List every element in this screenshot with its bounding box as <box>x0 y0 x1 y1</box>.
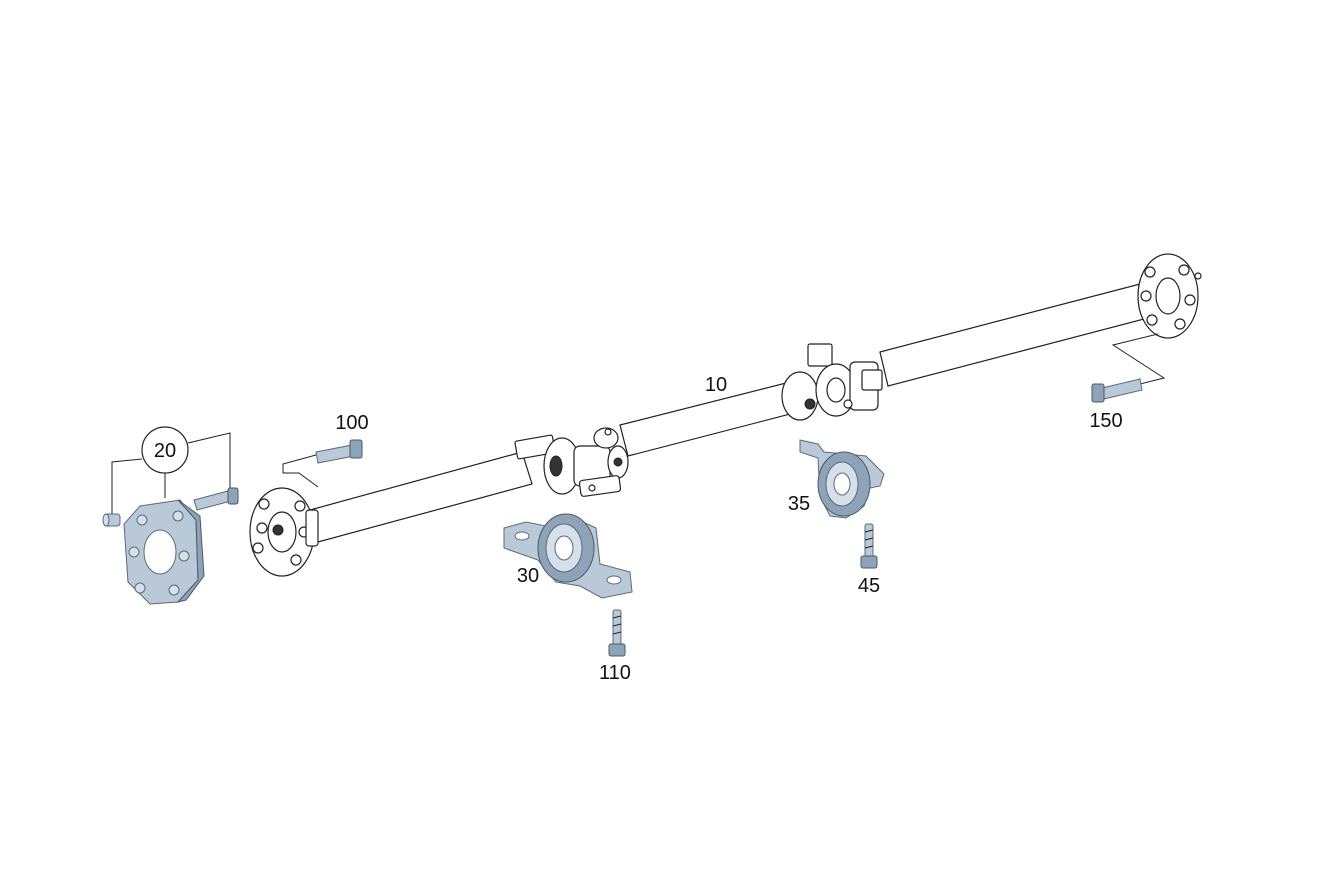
part-30-bearing-bracket: 30 <box>503 513 633 599</box>
part-45-bolt: 45 <box>858 523 880 597</box>
centre-joint-front <box>514 427 629 497</box>
callout-10: 10 <box>705 374 727 396</box>
part-100-bolt: 100 <box>282 412 369 488</box>
flex-coupling-kit: 20 <box>102 426 239 605</box>
callout-30: 30 <box>517 565 539 587</box>
coupling-bolt <box>193 487 239 511</box>
coupling-flex-disc <box>123 499 205 605</box>
part-35-centre-bearing: 35 <box>788 439 885 519</box>
callout-20: 20 <box>154 440 176 462</box>
callout-45: 45 <box>858 575 880 597</box>
front-flex-disc <box>249 487 319 577</box>
callout-110: 110 <box>599 662 631 684</box>
centre-joint-rear <box>781 343 883 421</box>
callout-35: 35 <box>788 493 810 515</box>
part-110-bolt: 110 <box>599 609 631 684</box>
propeller-shaft <box>249 253 1202 577</box>
part-150-bolt: 150 <box>1089 333 1166 432</box>
callout-20-circle <box>141 426 189 474</box>
callout-150: 150 <box>1089 410 1122 432</box>
callout-100: 100 <box>335 412 368 434</box>
coupling-nut <box>102 513 121 527</box>
rear-flex-disc <box>1137 253 1202 339</box>
